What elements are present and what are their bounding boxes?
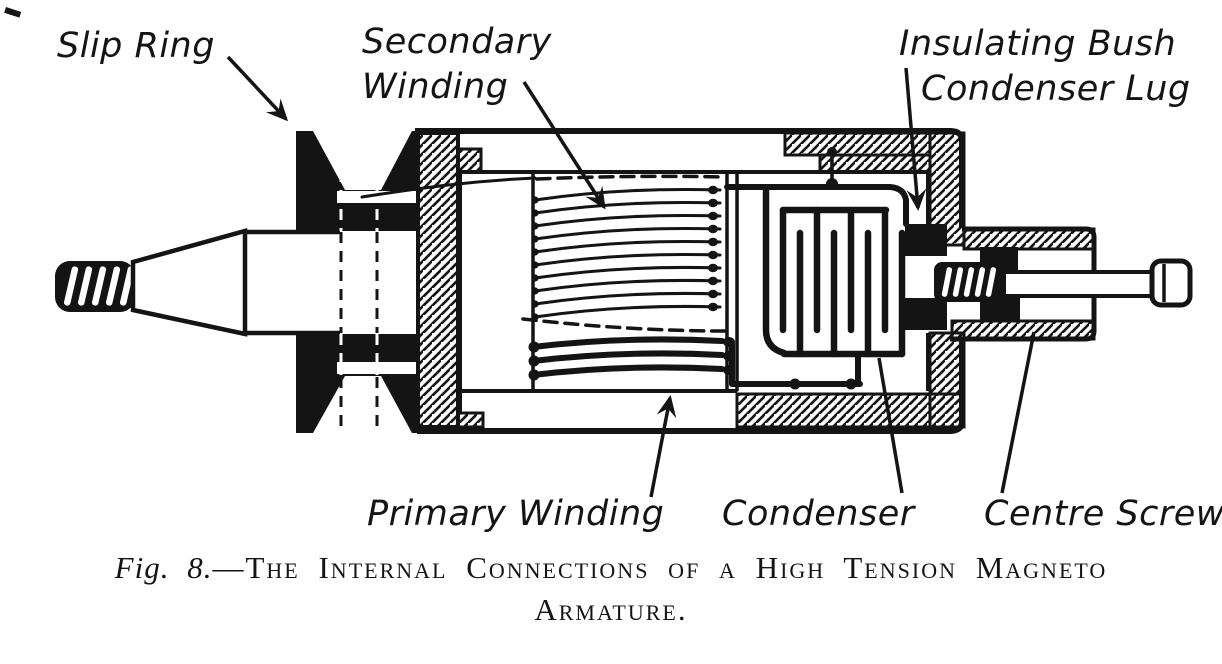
- junction-dot: [845, 378, 857, 390]
- caption-separator: —: [212, 550, 246, 585]
- shaft-taper-cone: [130, 228, 248, 337]
- slip-ring-leader: [226, 55, 289, 122]
- screw-hex-head: [1149, 258, 1193, 308]
- windings: [360, 170, 863, 392]
- primary-winding-leader: [649, 395, 677, 498]
- centre-screw-leader: [1000, 331, 1036, 494]
- condenser-leader: [877, 357, 904, 494]
- centre-screw: [934, 258, 1193, 308]
- condenser-plates: [779, 206, 906, 358]
- condenser: [724, 147, 909, 358]
- label-insulating-bush: Insulating Bush: [899, 24, 1177, 64]
- junction-dot: [789, 378, 801, 390]
- label-centre-screw: Centre Screw: [984, 494, 1222, 534]
- leader-lines: [226, 55, 1036, 498]
- label-slip-ring: Slip Ring: [57, 26, 215, 66]
- secondary-winding: [533, 187, 722, 319]
- core-end-plate: [416, 131, 460, 429]
- secondary-winding-leader: [522, 81, 606, 210]
- label-condenser: Condenser: [722, 494, 915, 534]
- caption-line-2: Armature.: [534, 592, 688, 627]
- label-primary-winding: Primary Winding: [367, 494, 665, 534]
- shaft-cylinder: [245, 229, 340, 336]
- primary-winding: [530, 336, 863, 387]
- slip-ring: [296, 131, 417, 433]
- page-speck: [4, 7, 22, 18]
- insulating-bush-leader: [904, 67, 927, 212]
- caption-line-1: Fig. 8.—The Internal Connections of a Hi…: [0, 547, 1222, 589]
- figure-caption: Fig. 8.—The Internal Connections of a Hi…: [0, 547, 1222, 631]
- drive-shaft: [55, 228, 340, 337]
- figure-number: Fig. 8.: [114, 550, 213, 585]
- screw-shank: [1002, 270, 1158, 298]
- label-insulating-bush-condenser-lug: Insulating Bush Condenser Lug: [899, 22, 1191, 112]
- label-secondary-line1: Secondary: [362, 22, 552, 62]
- label-secondary-winding: Secondary Winding: [362, 20, 552, 110]
- caption-title: The Internal Connections of a High Tensi…: [245, 550, 1108, 585]
- slip-ring-lead-wire: [360, 176, 537, 199]
- label-secondary-line2: Winding: [362, 67, 509, 107]
- armature-body: [415, 128, 966, 434]
- junction-dot: [826, 178, 838, 190]
- condenser-lug-wire: [724, 184, 909, 227]
- insulating-bush: [905, 224, 947, 330]
- label-condenser-lug: Condenser Lug: [921, 69, 1191, 109]
